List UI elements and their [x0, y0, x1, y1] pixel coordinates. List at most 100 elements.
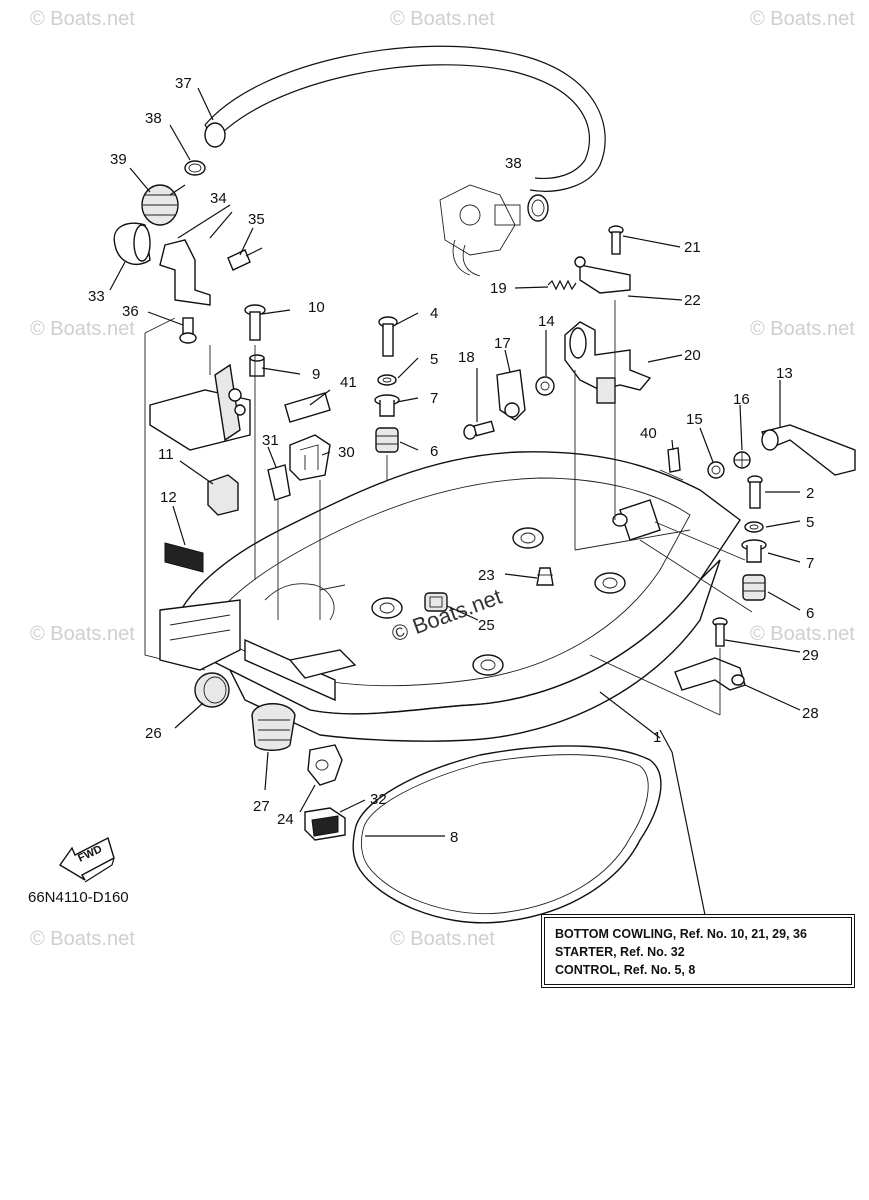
seal-part-8: [352, 745, 662, 924]
bracket-part-17: [496, 369, 526, 421]
grommet-part-32: [304, 807, 346, 841]
watermark: © Boats.net: [30, 318, 135, 340]
callout-23: 23: [478, 567, 495, 584]
plate-part-12: [164, 542, 204, 573]
block-part-11: [207, 474, 239, 516]
label-part-41: [284, 392, 331, 423]
grommet-part-27: [251, 703, 296, 751]
fwd-arrow-icon: FWD: [58, 836, 115, 883]
bottom-cowling-part-1: [159, 451, 741, 742]
bolt-part-10: [244, 304, 266, 341]
callout-37: 37: [175, 75, 192, 92]
hose-part-37: [204, 45, 606, 192]
grommet-part-39: [141, 184, 186, 226]
bushing-part-7: [374, 394, 400, 417]
callout-1: 1: [653, 729, 661, 746]
callout-11: 11: [158, 446, 174, 463]
watermark: © Boats.net: [30, 623, 135, 645]
callout-29: 29: [802, 647, 819, 664]
cap-part-26: [194, 672, 230, 708]
bracket-part-34: [159, 204, 231, 306]
plug-part-23: [536, 567, 554, 586]
screw-part-29: [712, 617, 728, 647]
screw-part-35: [227, 247, 263, 271]
clamp-part-38-left: [184, 160, 206, 176]
washer-part-5: [377, 374, 397, 386]
callout-21: 21: [684, 239, 701, 256]
note-line-bottom-cowling: BOTTOM COWLING, Ref. No. 10, 21, 29, 36: [555, 927, 807, 941]
grommet-part-24: [307, 744, 343, 786]
callout-4: 4: [430, 305, 438, 322]
callout-13: 13: [776, 365, 793, 382]
note-line-starter: STARTER, Ref. No. 32: [555, 945, 685, 959]
callout-5b: 5: [806, 514, 814, 531]
callout-18: 18: [458, 349, 475, 366]
callout-33: 33: [88, 288, 105, 305]
screw-part-21: [608, 225, 624, 255]
callout-2: 2: [806, 485, 814, 502]
callout-28: 28: [802, 705, 819, 722]
callout-35: 35: [248, 211, 265, 228]
grommet-part-25: [424, 592, 448, 612]
note-line-control: CONTROL, Ref. No. 5, 8: [555, 963, 696, 977]
callout-14: 14: [538, 313, 555, 330]
cap-part-33: [113, 222, 151, 265]
grommet-part-6b: [742, 574, 766, 601]
lever-part-22: [574, 256, 631, 294]
spring-part-19: [547, 279, 577, 291]
grommet-part-6: [375, 427, 399, 453]
callout-27: 27: [253, 798, 270, 815]
bushing-part-7b: [741, 539, 767, 563]
callout-30: 30: [338, 444, 355, 461]
watermark: © Boats.net: [30, 928, 135, 950]
callout-7: 7: [430, 390, 438, 407]
callout-22: 22: [684, 292, 701, 309]
callout-labels: 37 38 39 34 35 33 36 10 9 41 4 5 7 6 30 …: [88, 75, 819, 846]
label-part-40: [667, 447, 681, 473]
screw-part-36: [179, 317, 197, 344]
bolt-part-2: [747, 475, 763, 509]
callout-5: 5: [430, 351, 438, 368]
callout-36: 36: [122, 303, 139, 320]
callout-19: 19: [490, 280, 507, 297]
callout-38: 38: [145, 110, 162, 127]
lever-part-13: [760, 424, 856, 476]
callout-20: 20: [684, 347, 701, 364]
callout-32: 32: [370, 791, 387, 808]
collar-part-9: [249, 354, 265, 377]
callout-6: 6: [430, 443, 438, 460]
callout-17: 17: [494, 335, 511, 352]
callout-31: 31: [262, 432, 279, 449]
callout-9: 9: [312, 366, 320, 383]
grommet-part-16: [733, 451, 751, 469]
callout-34: 34: [210, 190, 227, 207]
callout-39: 39: [110, 151, 127, 168]
holder-part-30: [289, 434, 331, 481]
callout-40: 40: [640, 425, 657, 442]
callout-6b: 6: [806, 605, 814, 622]
callout-26: 26: [145, 725, 162, 742]
callout-41: 41: [340, 374, 357, 391]
housing-part-20: [564, 321, 652, 404]
fuel-connector-sketch: [439, 184, 521, 277]
bolt-part-18: [463, 420, 495, 440]
clip-part-31: [267, 464, 291, 501]
callout-25: 25: [478, 617, 495, 634]
watermark: © Boats.net: [30, 8, 135, 30]
callout-12: 12: [160, 489, 177, 506]
washer-part-5b: [744, 521, 764, 533]
bushing-part-15: [707, 461, 725, 479]
callout-8: 8: [450, 829, 458, 846]
watermark: © Boats.net: [390, 8, 495, 30]
bushing-part-14: [535, 376, 555, 396]
watermark: © Boats.net: [750, 8, 855, 30]
watermark: © Boats.net: [750, 318, 855, 340]
watermark: © Boats.net: [750, 623, 855, 645]
callout-15: 15: [686, 411, 703, 428]
bolt-part-4: [378, 316, 398, 357]
leader-lines: [109, 87, 801, 916]
callout-10: 10: [308, 299, 325, 316]
diagram-code: 66N4110-D160: [28, 889, 129, 906]
watermark: © Boats.net: [390, 928, 495, 950]
